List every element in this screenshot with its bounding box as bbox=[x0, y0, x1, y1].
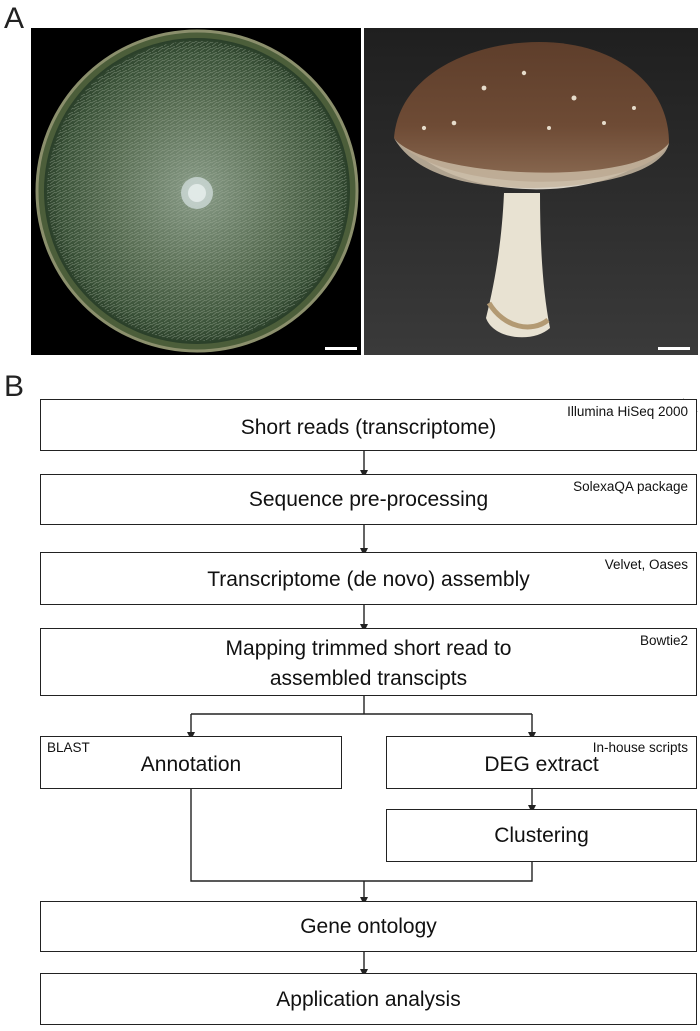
tool-label: Velvet, Oases bbox=[604, 557, 688, 572]
tool-label: Illumina HiSeq 2000 bbox=[567, 404, 688, 419]
petri-dish-photo bbox=[31, 28, 361, 355]
step-short-reads: Illumina HiSeq 2000 Short reads (transcr… bbox=[40, 399, 697, 451]
tool-label: SolexaQA package bbox=[573, 479, 688, 494]
mushroom-photo bbox=[364, 28, 698, 355]
step-gene-ontology: Gene ontology bbox=[40, 901, 697, 952]
merge-connector-left bbox=[190, 789, 364, 882]
step-label-line1: Mapping trimmed short read to bbox=[225, 637, 512, 660]
step-preprocessing: SolexaQA package Sequence pre-processing bbox=[40, 474, 697, 525]
step-deg-extract: In-house scripts DEG extract bbox=[386, 736, 697, 789]
tool-label: Bowtie2 bbox=[639, 633, 688, 648]
panel-label-a: A bbox=[4, 2, 25, 35]
tool-label: BLAST bbox=[47, 740, 90, 755]
step-label: Short reads (transcriptome) bbox=[240, 416, 497, 439]
step-clustering: Clustering bbox=[386, 809, 697, 862]
step-label: Sequence pre-processing bbox=[248, 488, 489, 511]
merge-connector-right bbox=[364, 862, 533, 882]
step-label: Application analysis bbox=[276, 988, 461, 1011]
step-label: Clustering bbox=[494, 824, 589, 847]
step-application-analysis: Application analysis bbox=[40, 973, 697, 1025]
step-annotation: BLAST Annotation bbox=[40, 736, 342, 789]
step-mapping: Bowtie2 Mapping trimmed short read to as… bbox=[40, 628, 697, 696]
step-label-line2: assembled transcipts bbox=[269, 667, 468, 690]
panel-label-b: B bbox=[4, 370, 25, 403]
step-assembly: Velvet, Oases Transcriptome (de novo) as… bbox=[40, 552, 697, 605]
step-label: Transcriptome (de novo) assembly bbox=[207, 568, 530, 591]
tool-label: In-house scripts bbox=[592, 740, 688, 755]
step-label: Annotation bbox=[140, 753, 242, 776]
step-label: Gene ontology bbox=[300, 915, 437, 938]
step-label: DEG extract bbox=[484, 753, 599, 776]
